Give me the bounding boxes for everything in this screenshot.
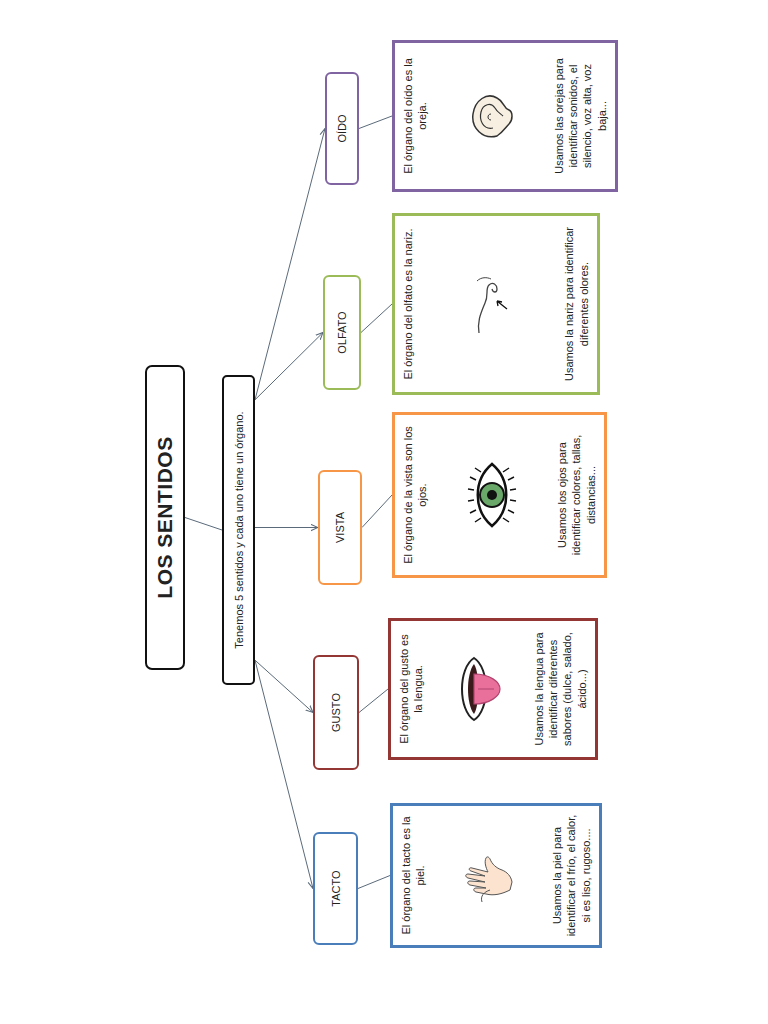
sense-label: VISTA <box>318 470 362 585</box>
illustration <box>467 88 515 144</box>
body-text: Usamos la lengua para identificar difere… <box>532 629 589 749</box>
node-text: VISTA <box>334 512 346 543</box>
node-text: El órgano del tacto es la piel. <box>399 814 428 937</box>
nose-illustration <box>467 269 511 339</box>
title-box: LOS SENTIDOS <box>145 365 185 670</box>
sense-label: TACTO <box>313 832 358 945</box>
body-text: Usamos la nariz para identificar diferen… <box>562 224 591 384</box>
connector-line <box>255 660 313 712</box>
sense-card: El órgano de la vista son los ojos. Usamo… <box>392 412 607 578</box>
ear-illustration <box>467 88 515 144</box>
illustration <box>467 460 517 530</box>
connector-line <box>358 876 390 889</box>
body-text: Usamos las orejas para identificar sonid… <box>552 51 609 181</box>
connector-line <box>359 116 392 129</box>
sense-card: El órgano del tacto es la piel. Usamos la… <box>390 803 602 948</box>
hand-illustration <box>464 847 514 905</box>
sense-card: El órgano del olfato es la nariz. Usamos … <box>392 213 600 395</box>
connector-line <box>361 304 392 333</box>
node-text: El órgano de la vista son los ojos. <box>401 423 430 567</box>
illustration <box>464 847 514 905</box>
body-text: Usamos la piel para identificar el frío,… <box>550 814 593 937</box>
sense-card: El órgano del gusto es la lengua. Usamos … <box>388 618 598 760</box>
connector-line <box>185 518 222 531</box>
illustration <box>467 269 511 339</box>
node-text: Tenemos 5 sentidos y cada uno tiene un ó… <box>233 411 245 648</box>
node-text: El órgano del oído es la oreja. <box>401 51 430 181</box>
node-text: El órgano del olfato es la nariz. <box>401 224 415 384</box>
sense-label: OLFATO <box>323 275 361 390</box>
summary-box: Tenemos 5 sentidos y cada uno tiene un ó… <box>222 375 255 685</box>
sense-label: GUSTO <box>313 655 359 770</box>
connector-line <box>255 660 313 888</box>
node-text: OLFATO <box>336 311 348 353</box>
connector-line <box>255 333 323 400</box>
connector-line <box>255 527 318 528</box>
body-text: Usamos los ojos para identificar colores… <box>555 423 598 567</box>
eye-illustration <box>467 460 517 530</box>
connector-line <box>362 495 392 528</box>
connector-line <box>359 689 388 713</box>
node-text: LOS SENTIDOS <box>153 436 177 598</box>
illustration <box>456 654 502 724</box>
mouth-tongue-illustration <box>456 654 502 724</box>
node-text: TACTO <box>330 870 342 906</box>
sense-label: OÍDO <box>325 72 359 185</box>
node-text: El órgano del gusto es la lengua. <box>397 629 426 749</box>
node-text: GUSTO <box>330 693 342 732</box>
node-text: OÍDO <box>336 114 348 142</box>
connector-line <box>255 129 325 400</box>
sense-card: El órgano del oído es la oreja. Usamos la… <box>392 40 618 192</box>
